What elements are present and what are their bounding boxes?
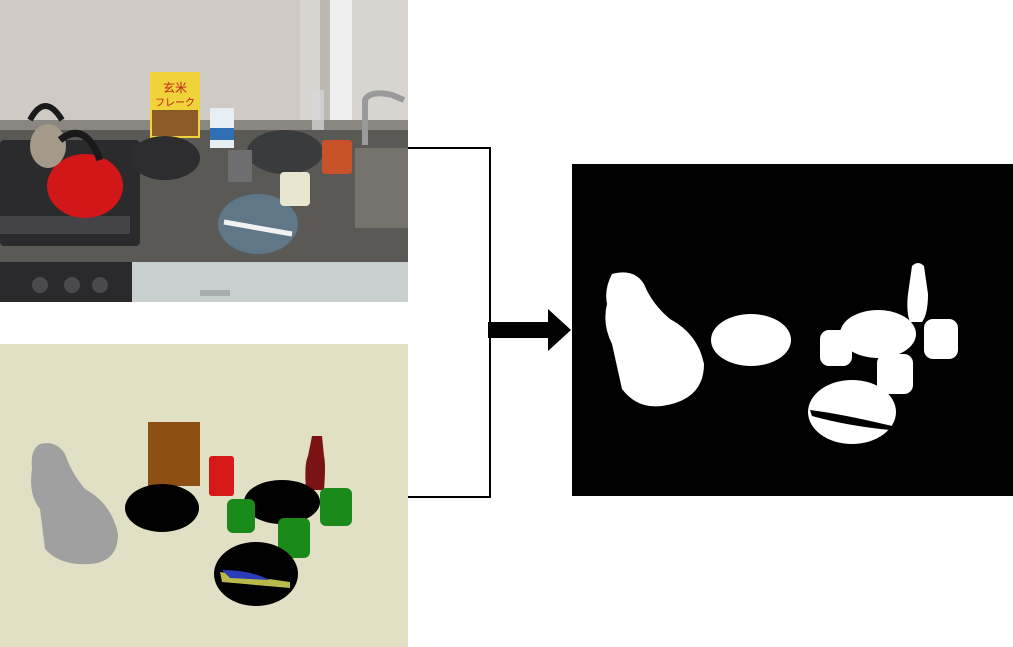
render-box xyxy=(148,422,200,486)
arrow-right-icon xyxy=(488,309,571,351)
mask-cup-3 xyxy=(924,319,958,359)
mask-bottle xyxy=(907,263,928,322)
mask-kettle xyxy=(605,272,704,407)
kettle xyxy=(47,154,123,218)
mask-knife-gap xyxy=(810,410,892,430)
render-plate-left xyxy=(125,484,199,532)
plate-right xyxy=(247,130,323,174)
kitchen-photo: 玄米 フレーク xyxy=(0,0,408,302)
render-kettle xyxy=(31,443,118,565)
render-cup-green-3 xyxy=(320,488,352,526)
render-plate-right xyxy=(244,480,320,524)
box-text-1: 玄米 xyxy=(163,80,187,95)
render-cup-green-1 xyxy=(227,499,255,533)
mask-cup-1 xyxy=(820,330,852,366)
binary-mask xyxy=(572,164,1013,496)
plate-left xyxy=(130,136,200,180)
mask-plate-left xyxy=(711,314,791,366)
render-knife-blue xyxy=(222,570,270,580)
mask-cup-2 xyxy=(877,354,913,394)
mask-plate-right xyxy=(840,310,916,358)
render-cup-green-2 xyxy=(278,518,310,558)
render-cup-red xyxy=(209,456,234,496)
box-text-2: フレーク xyxy=(155,97,195,109)
bowl xyxy=(218,194,298,254)
colored-rendering xyxy=(0,344,408,647)
bracket-line xyxy=(408,147,491,498)
render-bottle xyxy=(305,436,325,490)
render-bowl xyxy=(214,542,298,606)
